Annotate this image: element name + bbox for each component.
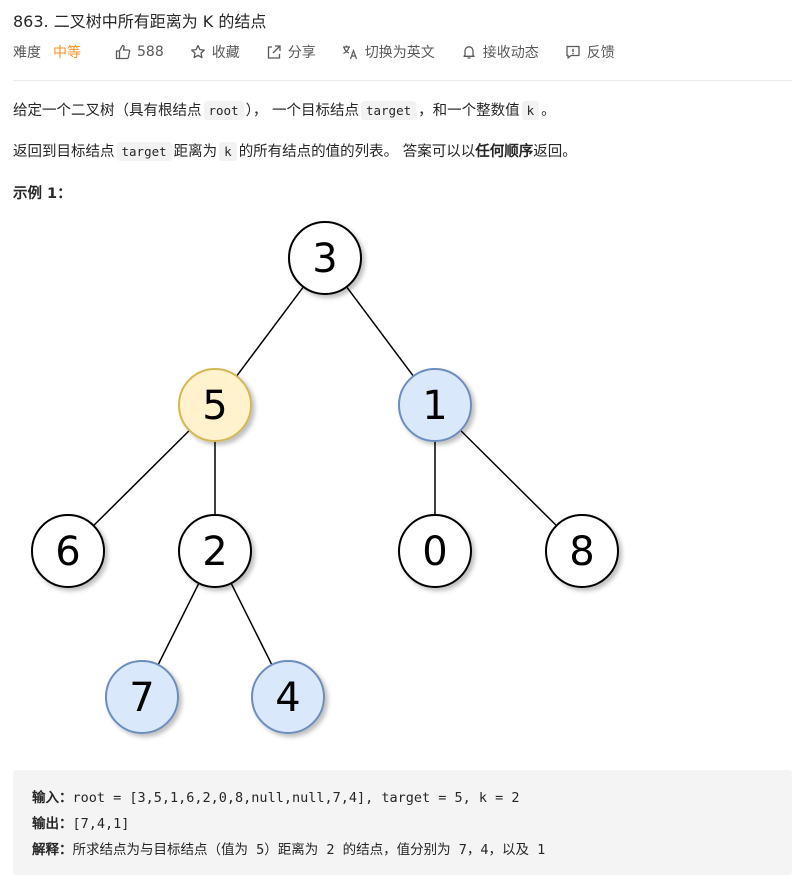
text: 距离为 bbox=[173, 144, 218, 160]
star-icon bbox=[190, 44, 205, 59]
output-label: 输出： bbox=[32, 816, 73, 832]
binary-tree-diagram: 3 5 1 6 2 0 8 7 4 bbox=[31, 221, 619, 734]
tree-node-5: 5 bbox=[178, 368, 252, 442]
tree-node-circle bbox=[178, 514, 252, 588]
tree-edge bbox=[460, 429, 557, 527]
notify-label: 接收动态 bbox=[482, 45, 539, 61]
problem-title: 863. 二叉树中所有距离为 K 的结点 bbox=[13, 12, 267, 31]
tree-node-circle bbox=[178, 368, 252, 442]
text: 。 bbox=[541, 103, 556, 119]
divider bbox=[13, 80, 792, 81]
tree-node-value: 1 bbox=[422, 383, 447, 429]
text: ，和一个整数值 bbox=[418, 103, 520, 119]
share-label: 分享 bbox=[287, 45, 316, 61]
tree-node-circle bbox=[105, 660, 179, 734]
tree-node-value: 8 bbox=[569, 529, 594, 575]
example-explain-line: 解释：所求结点为与目标结点（值为 5）距离为 2 的结点，值分别为 7，4，以及… bbox=[32, 838, 545, 858]
favorite-button[interactable]: 收藏 bbox=[190, 42, 240, 62]
like-count: 588 bbox=[137, 44, 164, 60]
tree-node-value: 4 bbox=[275, 675, 300, 721]
text: 的所有结点的值的列表。 答案可以以 bbox=[238, 144, 476, 160]
inline-code-root: root bbox=[203, 101, 244, 120]
thumbs-up-icon bbox=[115, 44, 131, 60]
tree-node-1: 1 bbox=[398, 368, 472, 442]
tree-edge bbox=[345, 286, 415, 377]
feedback-button[interactable]: 反馈 bbox=[565, 42, 615, 62]
example-code-block: 输入：root = [3,5,1,6,2,0,8,null,null,7,4],… bbox=[13, 770, 792, 875]
tree-node-circle bbox=[545, 514, 619, 588]
like-button[interactable]: 588 bbox=[115, 44, 164, 60]
share-icon bbox=[267, 45, 281, 59]
tree-node-value: 7 bbox=[129, 675, 154, 721]
example-output-line: 输出：[7,4,1] bbox=[32, 812, 129, 832]
inline-code-k: k bbox=[219, 142, 237, 161]
tree-node-3: 3 bbox=[288, 221, 362, 295]
tree-node-circle bbox=[288, 221, 362, 295]
tree-node-value: 6 bbox=[55, 529, 80, 575]
input-value: root = [3,5,1,6,2,0,8,null,null,7,4], ta… bbox=[72, 790, 520, 806]
explain-label: 解释： bbox=[32, 842, 73, 858]
tree-node-4: 4 bbox=[251, 660, 325, 734]
translate-icon bbox=[342, 45, 357, 60]
example-input-line: 输入：root = [3,5,1,6,2,0,8,null,null,7,4],… bbox=[32, 786, 520, 806]
text: 给定一个二叉树（具有根结点 bbox=[13, 103, 202, 119]
explain-value: 所求结点为与目标结点（值为 5）距离为 2 的结点，值分别为 7，4，以及 1 bbox=[72, 842, 546, 858]
tree-node-circle bbox=[31, 514, 105, 588]
text: ）， 一个目标结点 bbox=[245, 103, 359, 119]
tree-node-6: 6 bbox=[31, 514, 105, 588]
tree-node-2: 2 bbox=[178, 514, 252, 588]
tree-node-value: 3 bbox=[312, 236, 337, 282]
tree-node-circle bbox=[251, 660, 325, 734]
tree-node-0: 0 bbox=[398, 514, 472, 588]
difficulty-value: 中等 bbox=[53, 45, 81, 61]
tree-edge bbox=[230, 582, 273, 666]
translate-label: 切换为英文 bbox=[364, 45, 435, 61]
input-label: 输入： bbox=[32, 790, 73, 806]
inline-code-target: target bbox=[360, 101, 417, 120]
text: 返回到目标结点 bbox=[13, 144, 115, 160]
tree-node-7: 7 bbox=[105, 660, 179, 734]
tree-node-value: 5 bbox=[202, 383, 227, 429]
feedback-icon bbox=[566, 45, 580, 59]
tree-node-circle bbox=[398, 368, 472, 442]
notify-button[interactable]: 接收动态 bbox=[461, 42, 539, 62]
tree-edge bbox=[157, 582, 200, 666]
tree-node-8: 8 bbox=[545, 514, 619, 588]
share-button[interactable]: 分享 bbox=[266, 42, 316, 62]
bell-icon bbox=[463, 46, 475, 59]
inline-code-target: target bbox=[116, 142, 172, 161]
feedback-label: 反馈 bbox=[586, 45, 615, 61]
tree-node-value: 2 bbox=[202, 529, 227, 575]
tree-node-value: 0 bbox=[422, 529, 447, 575]
output-value: [7,4,1] bbox=[72, 816, 130, 832]
example-title: 示例 1： bbox=[13, 186, 72, 202]
inline-code-k: k bbox=[521, 101, 540, 120]
tree-edge bbox=[93, 429, 190, 527]
tree-node-circle bbox=[398, 514, 472, 588]
difficulty-label: 难度 bbox=[13, 45, 41, 61]
bold-text: 任何顺序 bbox=[475, 144, 534, 160]
translate-button[interactable]: 切换为英文 bbox=[342, 42, 435, 62]
text: 返回。 bbox=[533, 144, 577, 160]
problem-meta-bar: 难度 中等 588 收藏 分享 切换为英文 接收动态 bbox=[13, 40, 641, 64]
favorite-label: 收藏 bbox=[211, 45, 240, 61]
tree-edge bbox=[235, 286, 305, 377]
